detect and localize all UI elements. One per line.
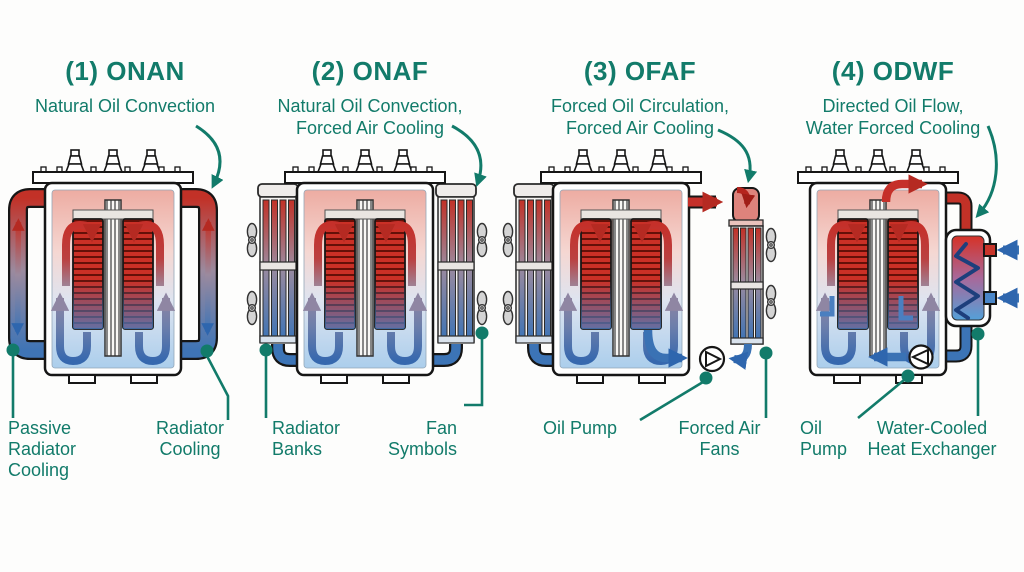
panel-ofaf-illustration — [502, 128, 777, 422]
fan-icon — [765, 284, 777, 320]
panel-4-title-block: (4) ODWF Directed Oil Flow, Water Forced… — [768, 56, 1018, 139]
label-radiator-banks: Radiator Banks — [272, 418, 341, 459]
label-fan-symbols: Fan Symbols — [387, 418, 457, 459]
panel-1-title: (1) ONAN — [65, 56, 185, 86]
panel-3-title: (3) OFAF — [583, 56, 697, 86]
radiator-pipe-right — [432, 344, 461, 365]
title-pointer-arrow — [195, 124, 224, 189]
fan-icon — [765, 227, 777, 263]
passive-radiator-loop-left — [7, 188, 50, 360]
radiator-bank-left — [257, 183, 299, 344]
label-forced-air-fans: Forced Air Fans — [678, 418, 761, 459]
panel-2-title-block: (2) ONAF Natural Oil Convection, Forced … — [252, 56, 488, 139]
label-passive-radiator-cooling: Passive Radiator Cooling — [8, 418, 77, 480]
radiator-bank-right — [435, 183, 477, 344]
oil-pump-icon — [698, 345, 726, 373]
panel-1-title-block: (1) ONAN Natural Oil Convection — [0, 56, 250, 117]
transformer-tank — [798, 150, 958, 383]
fan-icon — [246, 290, 258, 326]
radiator-bank-left — [513, 183, 555, 344]
label-oil-pump: Oil Pump — [543, 418, 618, 438]
panel-1-subtitle: Natural Oil Convection — [34, 96, 216, 116]
panel-odwf-illustration — [798, 125, 1019, 420]
oil-to-pump-arrow — [643, 329, 688, 368]
fan-icon — [476, 290, 488, 326]
panel-2-title: (2) ONAF — [311, 56, 429, 86]
label-oil-pump: Oil Pump — [800, 418, 848, 459]
directed-hot-flow-arrow — [881, 174, 928, 203]
panel-3-title-block: (3) OFAF Forced Oil Circulation, Forced … — [512, 56, 768, 139]
oil-pump-icon — [908, 344, 934, 370]
fan-icon — [476, 222, 488, 258]
panel-4-subtitle: Directed Oil Flow, Water Forced Cooling — [805, 96, 981, 138]
callout-line-passive-radiator — [6, 343, 20, 418]
callout-line-forced-air-fans — [759, 346, 773, 418]
panel-3-subtitle: Forced Oil Circulation, Forced Air Cooli… — [550, 96, 730, 138]
flow-duct-left — [820, 296, 835, 317]
radiator-pipe-left — [273, 344, 302, 365]
title-pointer-arrow — [451, 124, 487, 188]
callout-line-oil-pump — [639, 371, 713, 422]
panel-onan-illustration — [6, 124, 230, 420]
transformer-tank — [285, 150, 445, 383]
transformer-tank — [33, 150, 193, 383]
label-radiator-cooling: Radiator Cooling — [155, 418, 225, 459]
water-cooled-heat-exchanger — [944, 228, 997, 328]
panel-2-subtitle: Natural Oil Convection, Forced Air Cooli… — [277, 96, 463, 138]
panel-4-title: (4) ODWF — [831, 56, 955, 86]
callout-line-fan-symbols — [464, 326, 489, 407]
flow-duct-right — [898, 296, 913, 321]
transformer-tank — [541, 150, 701, 383]
callout-line-heat-exchanger — [971, 327, 985, 416]
callout-line-oil-pump — [857, 369, 915, 420]
forced-air-radiator — [728, 187, 764, 345]
fan-icon — [502, 222, 514, 258]
label-water-cooled-heat-exchanger: Water-Cooled Heat Exchanger — [867, 418, 997, 459]
fan-icon — [502, 290, 514, 326]
panel-onaf-illustration — [246, 124, 489, 418]
transformer-cooling-diagram — [6, 124, 1019, 422]
title-pointer-arrow — [717, 128, 758, 184]
radiator-pipe-left — [529, 344, 558, 365]
callout-line-radiator-banks — [259, 343, 273, 418]
cool-oil-return-pipe — [944, 324, 971, 361]
title-pointer-arrow — [975, 125, 998, 218]
hot-oil-pipe — [928, 193, 971, 232]
callout-line-radiator-cooling — [200, 344, 230, 420]
radiator-to-pump-arrow — [728, 343, 752, 370]
fan-icon — [246, 222, 258, 258]
